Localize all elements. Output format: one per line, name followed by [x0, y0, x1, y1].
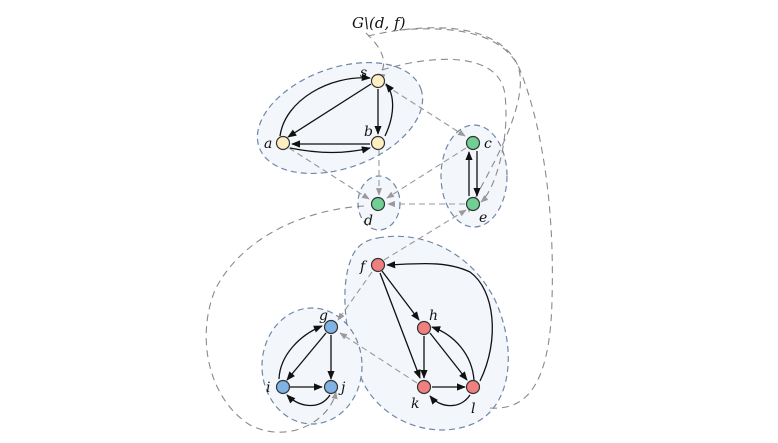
- node-f: [370, 257, 386, 273]
- node-a: [275, 135, 291, 151]
- node-g: [323, 319, 339, 335]
- label-e: e: [479, 210, 487, 226]
- label-b: b: [364, 124, 373, 140]
- label-f: f: [359, 259, 368, 275]
- edge-a-s: [279, 73, 371, 137]
- node-j: [323, 379, 339, 395]
- edge-g-i: [286, 332, 327, 381]
- edge-l-h: [431, 326, 475, 381]
- cluster-ce: [440, 124, 508, 228]
- label-l: l: [471, 401, 475, 417]
- cluster-sab: [256, 61, 424, 175]
- label-j: j: [338, 380, 346, 396]
- edge-a-d: [288, 147, 370, 200]
- node-c: [465, 135, 481, 151]
- label-s: s: [360, 65, 367, 81]
- node-l: [465, 379, 481, 395]
- edge-c-d: [386, 147, 467, 199]
- label-g: g: [319, 308, 328, 324]
- edge-s-c: [384, 84, 466, 137]
- label-i: i: [266, 380, 270, 396]
- cluster-gij: [261, 307, 363, 425]
- label-d: d: [364, 213, 373, 229]
- edge-l-f: [386, 261, 493, 382]
- node-h: [416, 320, 432, 336]
- edge-b-s: [384, 83, 394, 137]
- label-h: h: [429, 308, 438, 324]
- edge-title-s: [365, 32, 386, 80]
- edge-j-i: [286, 394, 331, 407]
- node-d: [370, 196, 386, 212]
- node-e: [465, 196, 481, 212]
- edge-a-b: [289, 146, 371, 154]
- edge-f-h: [381, 270, 420, 321]
- label-a: a: [264, 136, 272, 152]
- edge-d-j-long: [205, 205, 365, 433]
- node-s: [370, 73, 386, 89]
- edge-s-a: [287, 83, 372, 138]
- edge-h-l: [429, 332, 468, 381]
- edge-k-g: [339, 332, 418, 384]
- label-k: k: [411, 396, 419, 412]
- edge-f-e: [383, 209, 467, 261]
- node-b: [370, 135, 386, 151]
- edge-l-top-long: [399, 28, 553, 409]
- edge-f-k: [379, 272, 421, 379]
- diagram-title: G\(d, f): [352, 14, 406, 32]
- node-i: [275, 379, 291, 395]
- node-k: [416, 379, 432, 395]
- edge-i-g: [278, 325, 323, 380]
- edge-l-k: [429, 394, 471, 407]
- label-c: c: [484, 136, 492, 152]
